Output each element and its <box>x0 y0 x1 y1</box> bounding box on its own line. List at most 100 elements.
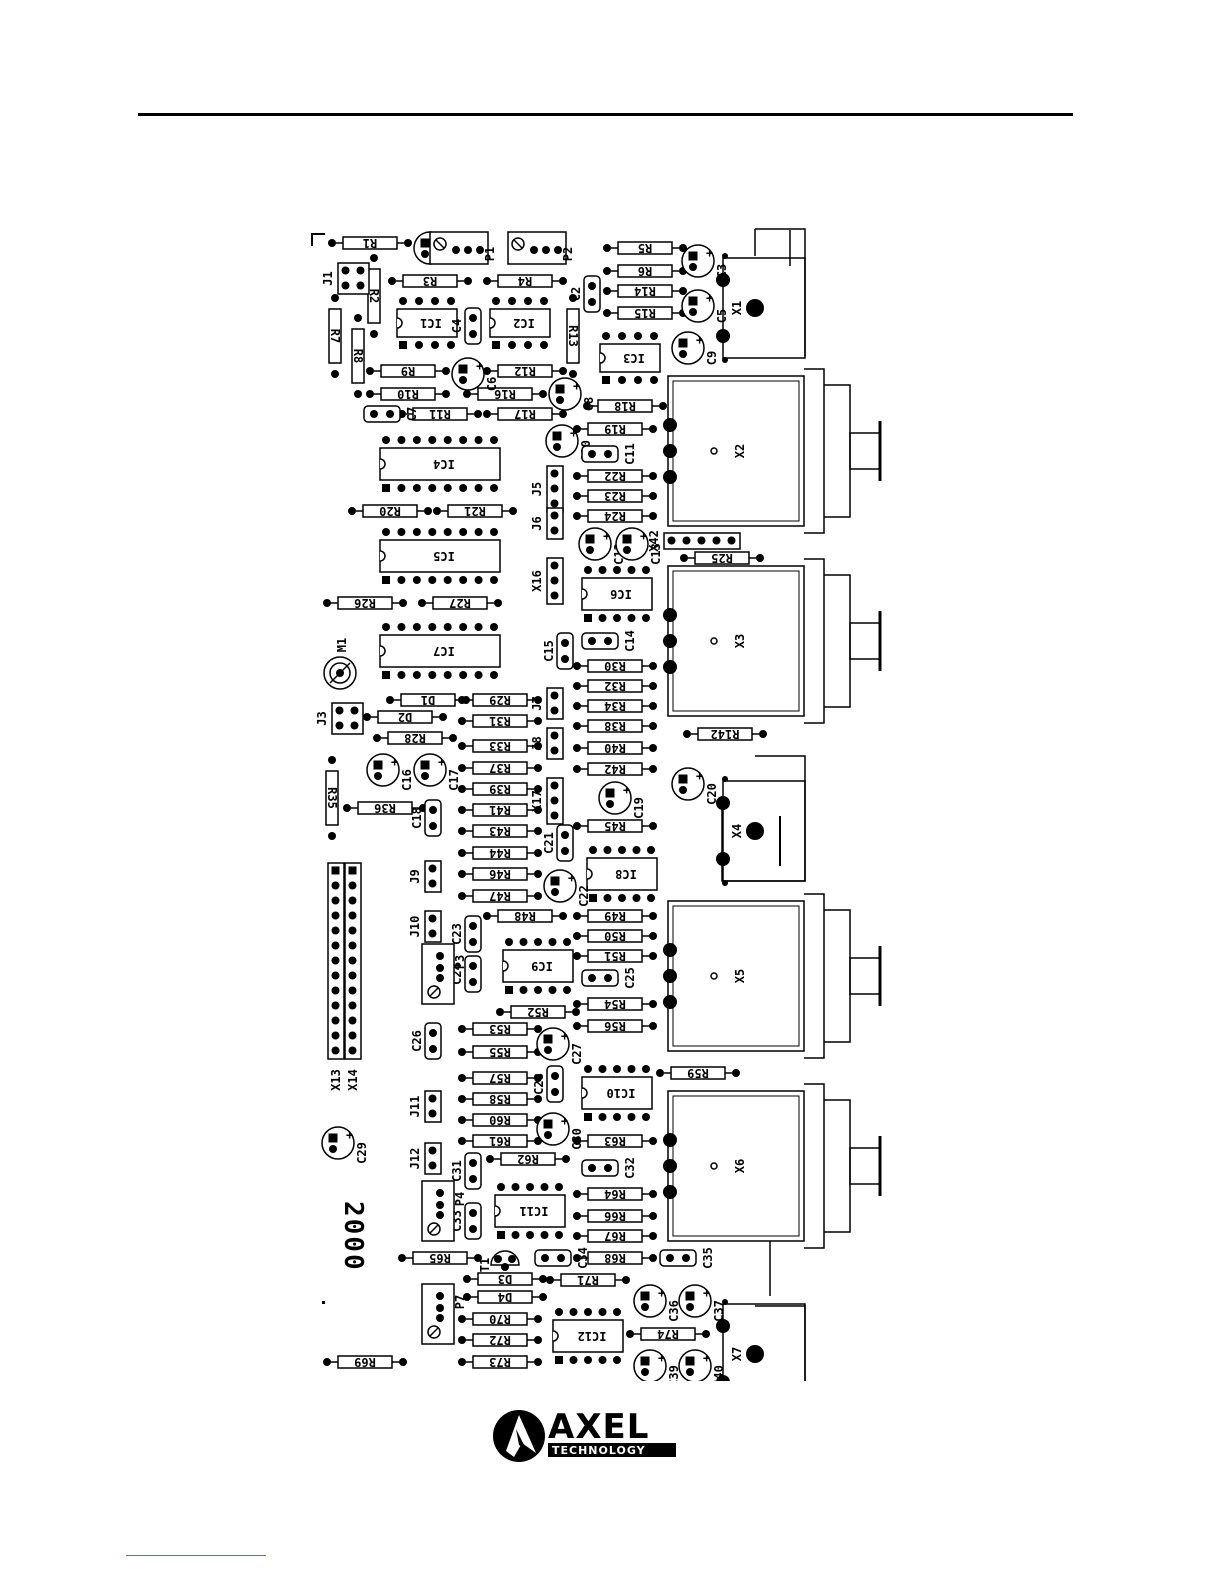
component-r1: R1 <box>328 236 412 250</box>
component-x3: X3 <box>663 558 882 724</box>
component-r57: R57 <box>458 1071 542 1085</box>
svg-text:+: + <box>603 529 610 543</box>
component-label: J5 <box>530 482 544 496</box>
component-label: X3 <box>733 634 747 648</box>
component-r73: R73 <box>458 1355 542 1369</box>
component-label: R34 <box>604 699 626 713</box>
component-label: J6 <box>530 516 544 530</box>
component-r28: R28 <box>373 731 457 745</box>
component-c14: C14 <box>581 630 637 652</box>
component-r20: R20 <box>348 504 432 518</box>
component-label: C36 <box>667 1300 681 1322</box>
component-label: R23 <box>604 489 626 503</box>
component-j9: J9 <box>408 860 442 893</box>
component-ic2: IC2 <box>489 297 551 349</box>
component-label: X2 <box>733 444 747 458</box>
component-label: R24 <box>604 509 626 523</box>
component-label: R56 <box>604 1019 626 1033</box>
svg-text:+: + <box>391 755 398 769</box>
component-label: R2 <box>367 289 381 303</box>
component-r71: R71 <box>546 1273 630 1287</box>
component-m1: M1 <box>323 638 357 690</box>
component-label: R55 <box>489 1045 511 1059</box>
component-label: R47 <box>489 889 511 903</box>
component-c15: C15 <box>542 632 574 670</box>
component-label: R16 <box>494 387 516 401</box>
component-label: J9 <box>408 869 422 883</box>
component-r14: R14 <box>603 284 687 298</box>
component-label: R73 <box>489 1355 511 1369</box>
component-r5: R5 <box>603 241 687 255</box>
component-r67: R67 <box>573 1229 657 1243</box>
component-j6: J6 <box>530 507 564 540</box>
component-label: C34 <box>576 1247 590 1269</box>
component-label: J11 <box>408 1096 422 1118</box>
component-label: R15 <box>634 306 656 320</box>
component-label: C22 <box>577 885 591 907</box>
component-label: C13 <box>649 543 663 565</box>
component-c20: +C20 <box>671 767 719 805</box>
component-label: J7 <box>530 696 544 710</box>
component-label: R59 <box>687 1066 709 1080</box>
component-label: C2 <box>569 287 583 301</box>
component-label: R65 <box>429 1251 451 1265</box>
component-c3: +C3 <box>681 244 729 278</box>
component-label: R1 <box>363 236 377 250</box>
component-r72: R72 <box>458 1333 542 1347</box>
component-label: R54 <box>604 997 626 1011</box>
component-r35: R35 <box>325 756 339 840</box>
component-label: C14 <box>623 630 637 652</box>
component-label: IC4 <box>433 457 455 471</box>
component-label: R37 <box>489 761 511 775</box>
component-c4: C4 <box>450 307 482 345</box>
component-label: IC6 <box>610 587 632 601</box>
component-p1: P1 <box>429 231 497 265</box>
component-label: X16 <box>530 570 544 592</box>
component-x13: X13 <box>327 862 345 1091</box>
component-c26: C26 <box>410 1022 442 1060</box>
svg-text:+: + <box>658 1286 665 1300</box>
component-label: IC7 <box>433 644 455 658</box>
component-c13: +C13 <box>615 527 663 565</box>
component-label: C18 <box>410 807 424 829</box>
component-label: R14 <box>634 284 656 298</box>
component-r21: R21 <box>433 504 517 518</box>
component-ic8: IC8 <box>586 846 658 902</box>
component-label: R13 <box>566 325 580 347</box>
svg-text:+: + <box>703 1351 710 1365</box>
component-r42: R42 <box>573 762 657 776</box>
component-r9: R9 <box>366 364 450 378</box>
component-t1: T1 <box>478 1250 520 1272</box>
component-label: IC1 <box>420 316 442 330</box>
component-r142: R142 <box>683 727 767 741</box>
component-label: R22 <box>604 469 626 483</box>
svg-text:+: + <box>623 783 630 797</box>
footer-link-line <box>126 1555 266 1556</box>
component-x7: X7 <box>716 1299 806 1381</box>
svg-text:+: + <box>573 379 580 393</box>
component-label: R49 <box>604 909 626 923</box>
component-label: R58 <box>489 1092 511 1106</box>
component-r70: R70 <box>458 1312 542 1326</box>
component-label: J1 <box>321 271 335 285</box>
component-r52: R52 <box>496 1005 580 1019</box>
svg-text:+: + <box>570 426 577 440</box>
component-label: C7 <box>405 407 419 421</box>
component-c27: +C27 <box>536 1027 584 1065</box>
component-label: R18 <box>614 399 636 413</box>
component-label: C32 <box>623 1157 637 1179</box>
component-r26: R26 <box>323 596 407 610</box>
component-r38: R38 <box>573 719 657 733</box>
component-label: P3 <box>453 955 467 969</box>
component-label: R6 <box>638 264 652 278</box>
component-r2: R2 <box>367 254 381 338</box>
component-c6: +C6 <box>451 357 499 391</box>
svg-text:+: + <box>706 291 713 305</box>
component-c35: C35 <box>659 1247 715 1269</box>
component-r10: R10 <box>366 387 450 401</box>
component-r69: R69 <box>323 1355 407 1369</box>
component-label: R45 <box>604 819 626 833</box>
component-label: R36 <box>374 801 396 815</box>
component-label: IC9 <box>531 959 553 973</box>
